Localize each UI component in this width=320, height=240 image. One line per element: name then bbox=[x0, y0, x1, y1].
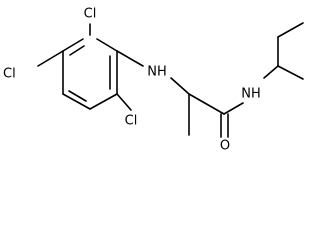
bond-ring-to-cl-left bbox=[37, 50, 64, 67]
benzene-ring bbox=[62, 38, 118, 110]
atom-label-cl-bottom: Cl bbox=[125, 114, 138, 129]
ring-bond-c6-c1 bbox=[62, 38, 84, 52]
atom-label-cl-top: Cl bbox=[84, 7, 97, 22]
atom-label-cl-left: Cl bbox=[3, 67, 16, 82]
ring-bond-c1-c2 bbox=[96, 38, 118, 52]
ring-bond-c3-c4 bbox=[89, 93, 118, 110]
bond-nh-to-alpha-carbon bbox=[170, 77, 190, 95]
bond-ring-to-nh bbox=[116, 50, 144, 67]
ring-double-bond-inner-top bbox=[69, 45, 85, 56]
chemical-structure-diagram: Cl Cl Cl NH NH O bbox=[3, 7, 304, 154]
atom-label-nh-amide: NH bbox=[241, 87, 261, 102]
bond-ethyl-ch2-to-ch3 bbox=[277, 22, 304, 38]
bond-nh-to-sec-carbon bbox=[263, 65, 279, 79]
bond-ring-to-cl-bottom bbox=[116, 93, 132, 111]
bond-alpha-carbon-to-carbonyl bbox=[188, 93, 225, 115]
bond-sec-carbon-to-methyl bbox=[277, 65, 304, 80]
ring-bond-c4-c5 bbox=[62, 93, 91, 110]
atom-label-nh-aryl: NH bbox=[147, 65, 167, 80]
bond-carbonyl-to-nh bbox=[223, 102, 244, 115]
atom-label-oxygen: O bbox=[220, 139, 230, 154]
ring-double-bond-inner-bottom bbox=[68, 90, 87, 102]
